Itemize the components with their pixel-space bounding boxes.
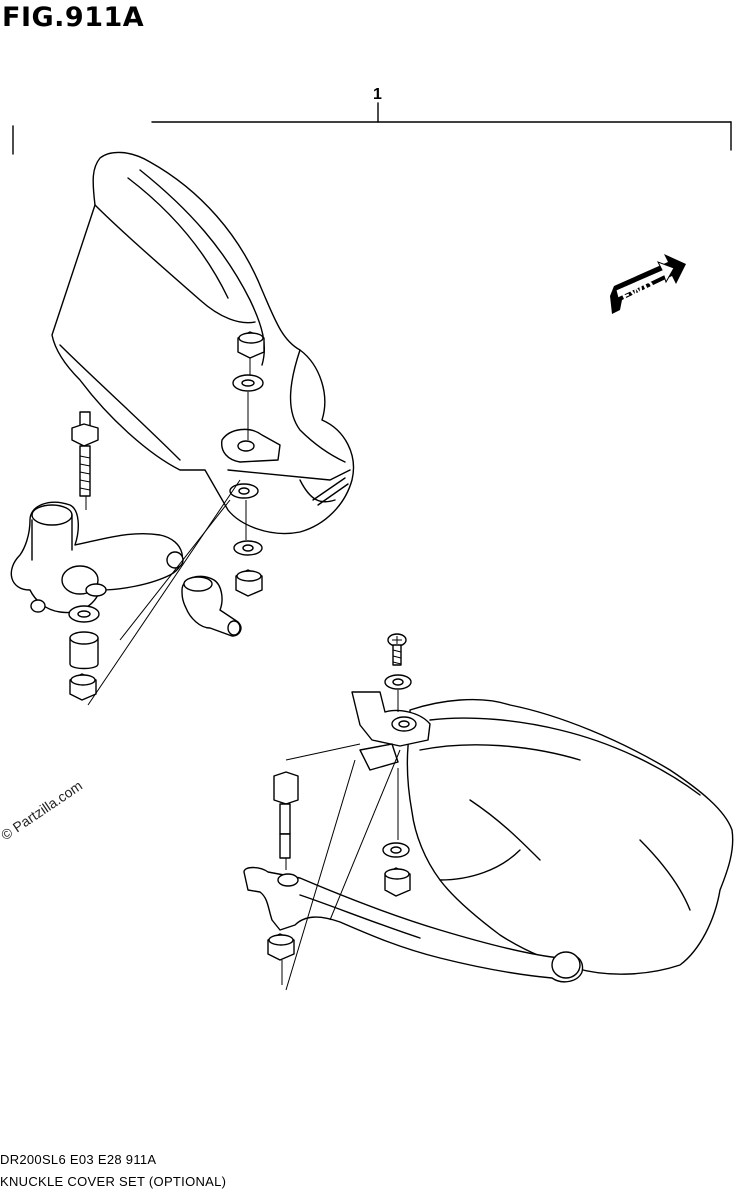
rubber-spacer (181, 575, 242, 637)
upper-washer-mid (229, 483, 259, 499)
clamp-bracket (10, 501, 184, 614)
footer-model-code: DR200SL6 E03 E28 911A (0, 1152, 157, 1167)
upper-knuckle-cover (51, 151, 355, 535)
upper-washer-top (232, 374, 264, 392)
clamp-nut (69, 673, 97, 701)
footer-description: KNUCKLE COVER SET (OPTIONAL) (0, 1174, 227, 1189)
lower-screw (387, 633, 407, 666)
upper-nut-lower (235, 569, 263, 597)
lower-bracket-nut (267, 933, 295, 961)
collar-spacer (69, 631, 99, 670)
fwd-arrow-icon: FWD (610, 254, 686, 314)
lower-washer-top (384, 674, 412, 690)
upper-stud-bolt (71, 411, 99, 497)
upper-washer-lower (233, 540, 263, 556)
clamp-washer (68, 605, 100, 623)
lower-lever-bracket (243, 866, 584, 983)
upper-nut-top (237, 331, 265, 359)
figure-title: FIG.911A (2, 2, 145, 33)
lower-nut (384, 867, 411, 897)
lower-stud-bolt (273, 771, 299, 859)
lower-knuckle-cover (406, 698, 734, 975)
reference-number: 1 (373, 86, 382, 103)
lower-mounting-tab (351, 691, 431, 771)
lower-washer-mid (382, 842, 410, 858)
reference-bracket (12, 102, 732, 155)
